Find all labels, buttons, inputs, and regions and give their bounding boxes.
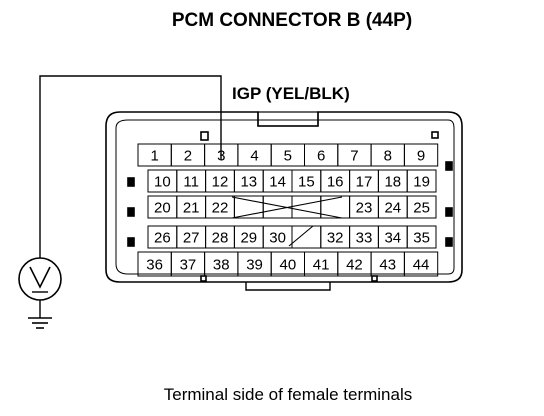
terminal-number-18: 18 (384, 174, 401, 191)
terminal-number-22: 22 (212, 200, 229, 217)
terminal-number-5: 5 (284, 148, 292, 165)
terminal-number-19: 19 (413, 174, 430, 191)
diagram-title: PCM CONNECTOR B (44P) (172, 10, 412, 31)
terminal-number-10: 10 (154, 174, 171, 191)
terminal-cell-empty (291, 195, 322, 219)
terminal-number-42: 42 (346, 257, 363, 274)
terminal-cell-9 (403, 143, 439, 167)
test-lead-wire (39, 75, 222, 318)
terminal-number-20: 20 (154, 200, 171, 217)
terminal-number-28: 28 (212, 230, 229, 247)
terminal-number-36: 36 (146, 257, 163, 274)
terminal-number-35: 35 (413, 230, 430, 247)
terminal-number-29: 29 (240, 230, 257, 247)
signal-label: IGP (YEL/BLK) (232, 84, 350, 103)
diagram-caption: Terminal side of female terminals (164, 385, 412, 404)
terminal-number-4: 4 (250, 148, 258, 165)
terminal-number-9: 9 (417, 148, 425, 165)
terminal-number-37: 37 (180, 257, 197, 274)
terminal-number-2: 2 (184, 148, 192, 165)
terminal-number-41: 41 (313, 257, 330, 274)
terminal-number-38: 38 (213, 257, 230, 274)
terminal-number-15: 15 (298, 174, 315, 191)
terminal-number-11: 11 (183, 174, 199, 191)
terminal-number-39: 39 (246, 257, 263, 274)
empty-cavity-marks (231, 196, 343, 247)
terminal-number-7: 7 (350, 148, 358, 165)
terminal-cell-44 (403, 251, 439, 277)
ground-icon (28, 317, 52, 329)
connector-housing (105, 111, 463, 291)
terminal-number-44: 44 (413, 257, 430, 274)
terminal-cell-25 (406, 195, 437, 219)
terminal-number-40: 40 (280, 257, 297, 274)
terminal-number-1: 1 (150, 148, 158, 165)
terminal-number-33: 33 (356, 230, 373, 247)
terminal-number-21: 21 (183, 200, 200, 217)
terminal-number-27: 27 (183, 230, 200, 247)
terminal-number-34: 34 (384, 230, 401, 247)
terminal-number-25: 25 (413, 200, 430, 217)
terminal-cell-empty (291, 225, 322, 249)
terminal-cell-35 (406, 225, 437, 249)
terminal-number-26: 26 (154, 230, 171, 247)
terminal-number-23: 23 (356, 200, 373, 217)
terminal-number-30: 30 (269, 230, 286, 247)
terminal-number-16: 16 (327, 174, 344, 191)
terminal-number-12: 12 (212, 174, 229, 191)
terminal-number-43: 43 (379, 257, 396, 274)
terminal-number-24: 24 (384, 200, 401, 217)
terminal-number-8: 8 (384, 148, 392, 165)
terminal-number-14: 14 (269, 174, 286, 191)
terminal-number-13: 13 (240, 174, 257, 191)
terminal-number-32: 32 (327, 230, 344, 247)
terminal-number-6: 6 (317, 148, 325, 165)
voltmeter-icon (18, 257, 62, 301)
terminal-cell-19 (406, 169, 437, 193)
terminal-number-17: 17 (356, 174, 373, 191)
